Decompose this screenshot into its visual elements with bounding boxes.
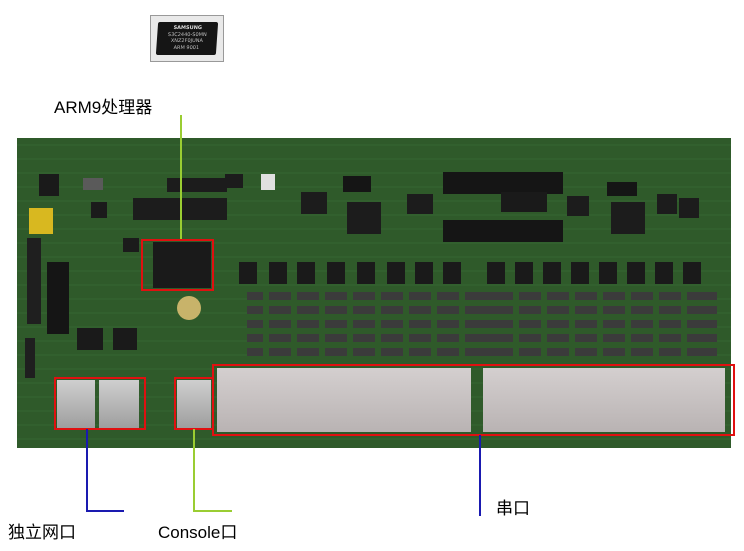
- pin-header: [47, 262, 69, 334]
- chip-line3-text: ARM 9001: [173, 45, 200, 51]
- ethernet-port-1: [57, 380, 95, 428]
- ethernet-label: 独立网口: [8, 523, 76, 542]
- processor-chip-body: SAMSUNG S3C2440-S0MN XNZ2F0JUNA ARM 9001: [155, 22, 219, 55]
- serial-ports-block-1: [217, 368, 471, 432]
- header-right: [607, 182, 637, 196]
- white-component: [261, 174, 275, 190]
- battery: [177, 296, 201, 320]
- console-label: Console口: [158, 523, 238, 542]
- chip-g: [123, 238, 139, 252]
- idc-connector-top: [443, 172, 563, 194]
- chip-f: [679, 198, 699, 218]
- console-port: [177, 380, 211, 428]
- sdram-chip: [133, 198, 227, 220]
- chip-c: [501, 192, 547, 212]
- chip-square: [347, 202, 381, 234]
- chip-top: [225, 174, 243, 188]
- ethernet-port-2: [99, 380, 139, 428]
- chip-b: [407, 194, 433, 214]
- header-small: [343, 176, 371, 192]
- chip-square-right: [611, 202, 645, 234]
- eth-transformer-2: [113, 328, 137, 350]
- flash-chip: [167, 178, 227, 192]
- arm9-chip: [153, 242, 211, 288]
- chip-line2-text: XNZ2F0JUNA: [170, 38, 204, 44]
- serial-label: 串口: [496, 499, 530, 518]
- chip-mid-top: [301, 192, 327, 214]
- crystal: [83, 178, 103, 190]
- eth-transformer-1: [77, 328, 103, 350]
- serial-ports-block-2: [483, 368, 725, 432]
- voltage-regulator: [39, 174, 59, 196]
- circuit-board-drawing: [17, 138, 731, 448]
- gold-pad: [29, 208, 53, 234]
- idc-connector-bottom: [443, 220, 563, 242]
- pin-header-small: [27, 238, 41, 324]
- processor-chip-photo: SAMSUNG S3C2440-S0MN XNZ2F0JUNA ARM 9001: [150, 15, 224, 62]
- circuit-board: [17, 138, 731, 448]
- driver-chip-row: [239, 262, 701, 284]
- component-grid-gaps: [263, 288, 687, 360]
- chip-e: [657, 194, 677, 214]
- chip-brand-text: SAMSUNG: [173, 25, 203, 31]
- processor-label: ARM9处理器: [54, 98, 153, 117]
- chip-small: [91, 202, 107, 218]
- chip-d: [567, 196, 589, 216]
- connector-small: [25, 338, 35, 378]
